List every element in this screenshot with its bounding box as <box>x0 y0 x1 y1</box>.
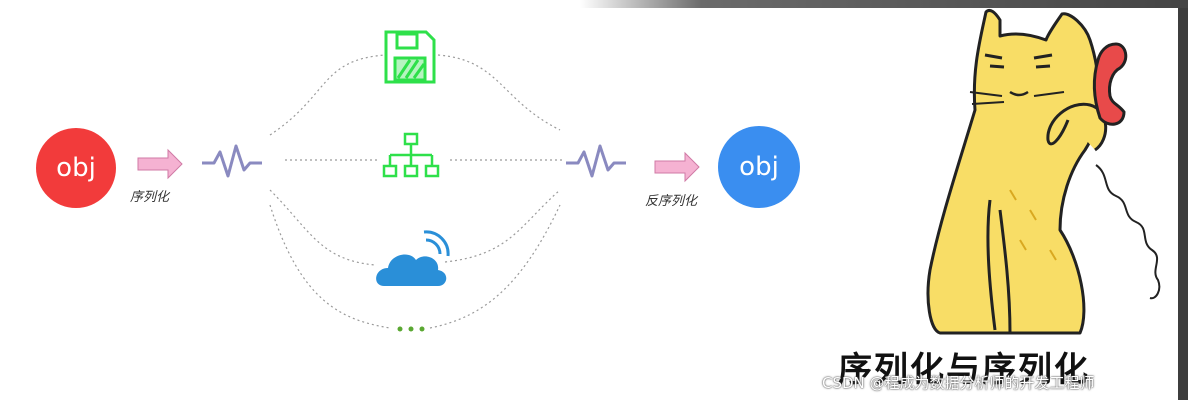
arrow-deserialize <box>654 151 700 183</box>
source-object-node: obj <box>36 128 116 208</box>
more-dots-icon <box>397 326 425 332</box>
channel-paths <box>269 54 565 329</box>
target-object-label: obj <box>739 152 779 182</box>
path-low-left <box>269 189 376 266</box>
tree-structure-icon <box>382 132 440 178</box>
illustration-caption: 序列化与序列化 <box>838 350 1090 390</box>
arrow-serialize <box>137 148 183 180</box>
signal-wave-right-icon <box>566 144 626 178</box>
deserialize-label: 反序列化 <box>645 194 698 209</box>
path-upper-left <box>269 54 386 136</box>
path-bottom-left <box>269 204 391 329</box>
path-upper-right <box>437 54 561 131</box>
file-save-icon <box>384 30 436 84</box>
right-edge-bar <box>1178 8 1188 400</box>
path-bottom-right <box>429 204 561 329</box>
serialize-label: 序列化 <box>130 190 170 205</box>
cloud-wifi-icon <box>376 230 450 286</box>
source-object-label: obj <box>56 153 96 183</box>
path-low-right <box>444 189 561 263</box>
signal-wave-left-icon <box>202 144 262 178</box>
target-object-node: obj <box>718 126 800 208</box>
top-window-bar <box>580 0 1188 8</box>
watermark-text: CSDN @程成为数据分析师的开发工程师 <box>822 374 1095 392</box>
cat-on-phone-illustration <box>926 8 1161 335</box>
